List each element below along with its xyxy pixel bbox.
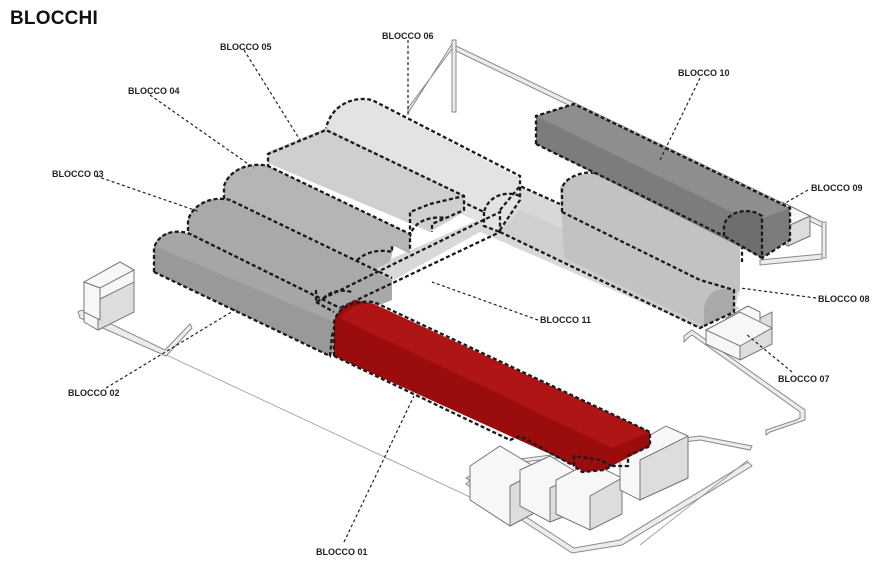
label-blocco-11: BLOCCO 11 <box>540 315 591 325</box>
leader-blocco-05 <box>243 49 301 141</box>
leader-blocco-03 <box>95 175 201 213</box>
leader-blocco-01 <box>343 395 415 543</box>
block-labels: BLOCCO 05 BLOCCO 06 BLOCCO 04 BLOCCO 03 … <box>52 31 870 557</box>
blocco-01-volume <box>332 300 652 474</box>
blocco-06-volume <box>320 97 522 234</box>
leader-lines <box>95 40 817 543</box>
blocco-11-outline <box>314 184 705 330</box>
east-return-wall <box>759 253 823 266</box>
boundary-line-2 <box>639 459 749 546</box>
diagram-title: BLOCCHI <box>10 8 98 29</box>
east-wall <box>821 221 827 259</box>
label-blocco-05: BLOCCO 05 <box>220 42 272 52</box>
leader-blocco-04 <box>149 94 255 169</box>
label-blocco-01: BLOCCO 01 <box>316 547 368 557</box>
leader-blocco-02 <box>105 307 239 389</box>
label-blocco-02: BLOCCO 02 <box>68 388 120 398</box>
label-blocco-03: BLOCCO 03 <box>52 169 104 179</box>
label-blocco-08: BLOCCO 08 <box>818 294 870 304</box>
blocco-05-volume <box>266 128 466 238</box>
leader-blocco-07 <box>745 333 793 373</box>
label-blocco-06: BLOCCO 06 <box>382 31 434 41</box>
leader-blocco-08 <box>739 287 817 299</box>
leader-blocco-10 <box>659 77 701 161</box>
label-blocco-07: BLOCCO 07 <box>778 374 830 384</box>
blocco-07-building <box>704 305 774 361</box>
blocco-02-volume <box>152 230 363 358</box>
blocco-10-volume <box>534 102 792 260</box>
north-wall <box>451 39 457 113</box>
blocco-02-building <box>77 261 193 357</box>
leader-blocco-11 <box>431 281 539 321</box>
label-blocco-10: BLOCCO 10 <box>678 68 730 78</box>
blocco-01-end-buildings <box>469 425 689 531</box>
south-east-wall <box>683 329 806 436</box>
label-blocco-09: BLOCCO 09 <box>811 183 863 193</box>
label-blocco-04: BLOCCO 04 <box>128 86 180 96</box>
boundary-line <box>159 351 471 498</box>
